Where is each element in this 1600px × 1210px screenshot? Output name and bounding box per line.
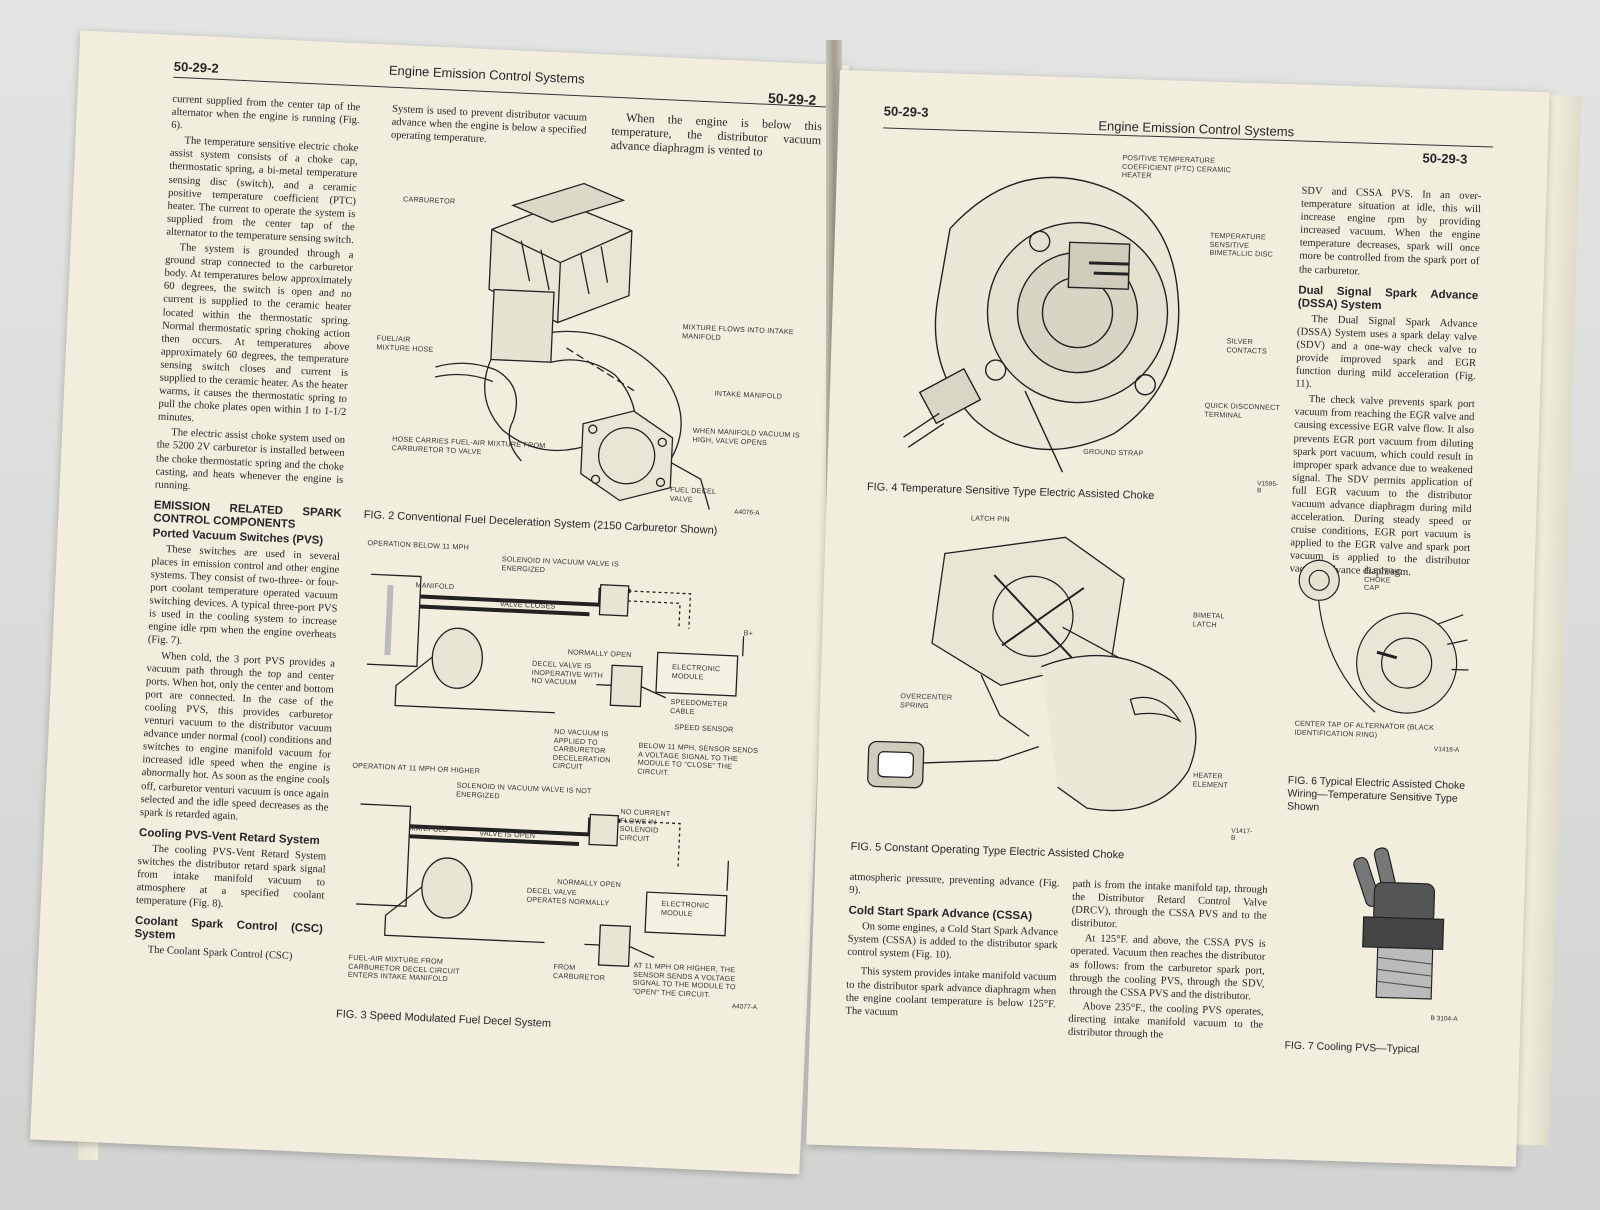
paragraph: These switches are used in several place… [147,543,341,648]
label-speedometer-cable: SPEEDOMETER CABLE [669,697,729,716]
label-silver-contacts: SILVER CONTACTS [1226,336,1268,356]
label-overcenter-spring: OVERCENTER SPRING [899,691,953,710]
label-electric-choke-cap: ELECTRIC CHOKE CAP [1363,565,1402,593]
running-head: Engine Emission Control Systems [388,62,585,87]
text-column-1: current supplied from the center tap of … [133,93,360,967]
figure-6-caption: FIG. 6 Typical Electric Assisted Choke W… [1286,774,1466,814]
figure-6-illustration: ELECTRIC CHOKE CAP CENTER TAP OF ALTERNA… [1284,549,1475,755]
label-electronic-module: ELECTRONIC MODULE [660,898,710,918]
label-heater-element: HEATER ELEMENT [1192,770,1229,790]
paragraph: The system is grounded through a ground … [157,242,354,425]
label-fuel-decel-valve: FUEL DECEL VALVE [669,484,717,504]
label-manifold: MANIFOLD [415,580,455,592]
figure-reference: V1595-B [1256,480,1279,495]
label-bimetallic-disc: TEMPERATURE SENSITIVE BIMETALLIC DISC [1209,230,1274,259]
right-page: 50-29-3 Engine Emission Control Systems … [806,70,1550,1167]
paragraph: System is used to prevent distributor va… [390,103,588,146]
page-number: 50-29-3 [1422,150,1468,167]
figure-7-caption: FIG. 7 Cooling PVS—Typical [1284,1039,1420,1056]
choke-mechanism-drawing [867,536,1197,812]
paragraph: atmospheric pressure, preventing advance… [849,871,1060,897]
page-number: 50-29-2 [173,58,219,76]
figure-2-illustration: CARBURETOR FUEL/AIR MIXTURE HOSE MIXTURE… [369,164,824,524]
left-page: 50-29-2 Engine Emission Control Systems … [30,30,850,1175]
text-column-right: SDV and CSSA PVS. In an over-temperature… [1289,185,1481,584]
page-number: 50-29-3 [883,103,929,120]
label-fuel-air-hose: FUEL/AIR MIXTURE HOSE [376,333,434,354]
label-below-sensor: BELOW 11 MPH, SENSOR SENDS A VOLTAGE SIG… [637,740,759,777]
figure-7-illustration: B 3104-A [1330,836,1476,1030]
paragraph: Above 235°F., the cooling PVS operates, … [1067,1000,1264,1041]
figure-reference: V1418-A [1433,745,1460,754]
figure-4-illustration: POSITIVE TEMPERATURE COEFFICIENT (PTC) C… [882,147,1292,494]
cooling-pvs-drawing [1353,847,1445,1000]
paragraph: The Dual Signal Spark Advance (DSSA) Sys… [1295,313,1478,391]
text-column-bottom-2: path is from the intake manifold tap, th… [1068,878,1268,1047]
paragraph: The electric assist choke system used on… [154,427,346,492]
label-ptc-heater: POSITIVE TEMPERATURE COEFFICIENT (PTC) C… [1121,152,1232,180]
paragraph: When the engine is below this temperatur… [610,110,823,159]
paragraph: When cold, the 3 port PVS provides a vac… [139,650,336,823]
figure-reference: A4076-A [734,508,760,517]
paragraph: The cooling PVS-Vent Retard System switc… [135,843,327,911]
paragraph: path is from the intake manifold tap, th… [1071,878,1268,931]
label-no-current: NO CURRENT FLOWS IN SOLENOID CIRCUIT [619,806,671,843]
alternator-wiring-drawing [1298,559,1469,714]
paragraph: This system provides intake manifold vac… [845,966,1057,1019]
figure-3-illustration: OPERATION BELOW 11 MPH SOLENOID IN VACUU… [342,534,812,1014]
figure-3-caption: FIG. 3 Speed Modulated Fuel Decel System [335,1008,552,1030]
label-quick-disconnect: QUICK DISCONNECT TERMINAL [1204,400,1281,420]
speed-modulated-diagram [356,573,745,968]
subsection-heading: Dual Signal Spark Advance (DSSA) System [1297,284,1479,312]
text-column-bottom-1: atmospheric pressure, preventing advance… [845,871,1060,1026]
label-no-vacuum: NO VACUUM IS APPLIED TO CARBURETOR DECEL… [552,726,611,772]
figure-reference: B 3104-A [1430,1015,1458,1023]
choke-cap-drawing [903,176,1180,473]
text-column-2: System is used to prevent distributor va… [391,103,588,153]
paragraph: At 125°F. and above, the CSSA PVS is ope… [1069,933,1266,1003]
paragraph: On some engines, a Cold Start Spark Adva… [847,921,1059,962]
label-latch-pin: LATCH PIN [970,513,1010,524]
label-from-carburetor: FROM CARBURETOR [552,961,606,982]
figure-reference: A4077-A [731,1003,758,1012]
figure-5-caption: FIG. 5 Constant Operating Type Electric … [850,840,1125,862]
carburetor-drawing [434,182,710,510]
text-column-3: When the engine is below this temperatur… [610,110,822,163]
figure-5-illustration: LATCH PIN BIMETAL LATCH OVERCENTER SPRIN… [856,511,1266,843]
label-bimetal-latch: BIMETAL LATCH [1192,610,1225,629]
label-b-plus: B+ [743,628,754,638]
paragraph: The temperature sensitive electric choke… [166,135,359,247]
figure-reference: V1417-B [1230,827,1253,842]
running-head: Engine Emission Control Systems [1098,118,1295,140]
paragraph: SDV and CSSA PVS. In an over-temperature… [1298,185,1482,277]
label-decel-inoperative: DECEL VALVE IS INOPERATIVE WITH NO VACUU… [531,658,604,687]
figure-4-caption: FIG. 4 Temperature Sensitive Type Electr… [866,481,1155,503]
label-electronic-module: ELECTRONIC MODULE [671,662,721,681]
paragraph: current supplied from the center tap of … [170,93,361,132]
label-above-sensor: AT 11 MPH OR HIGHER, THE SENSOR SENDS A … [632,960,737,999]
label-manifold: MANIFOLD [409,823,449,835]
